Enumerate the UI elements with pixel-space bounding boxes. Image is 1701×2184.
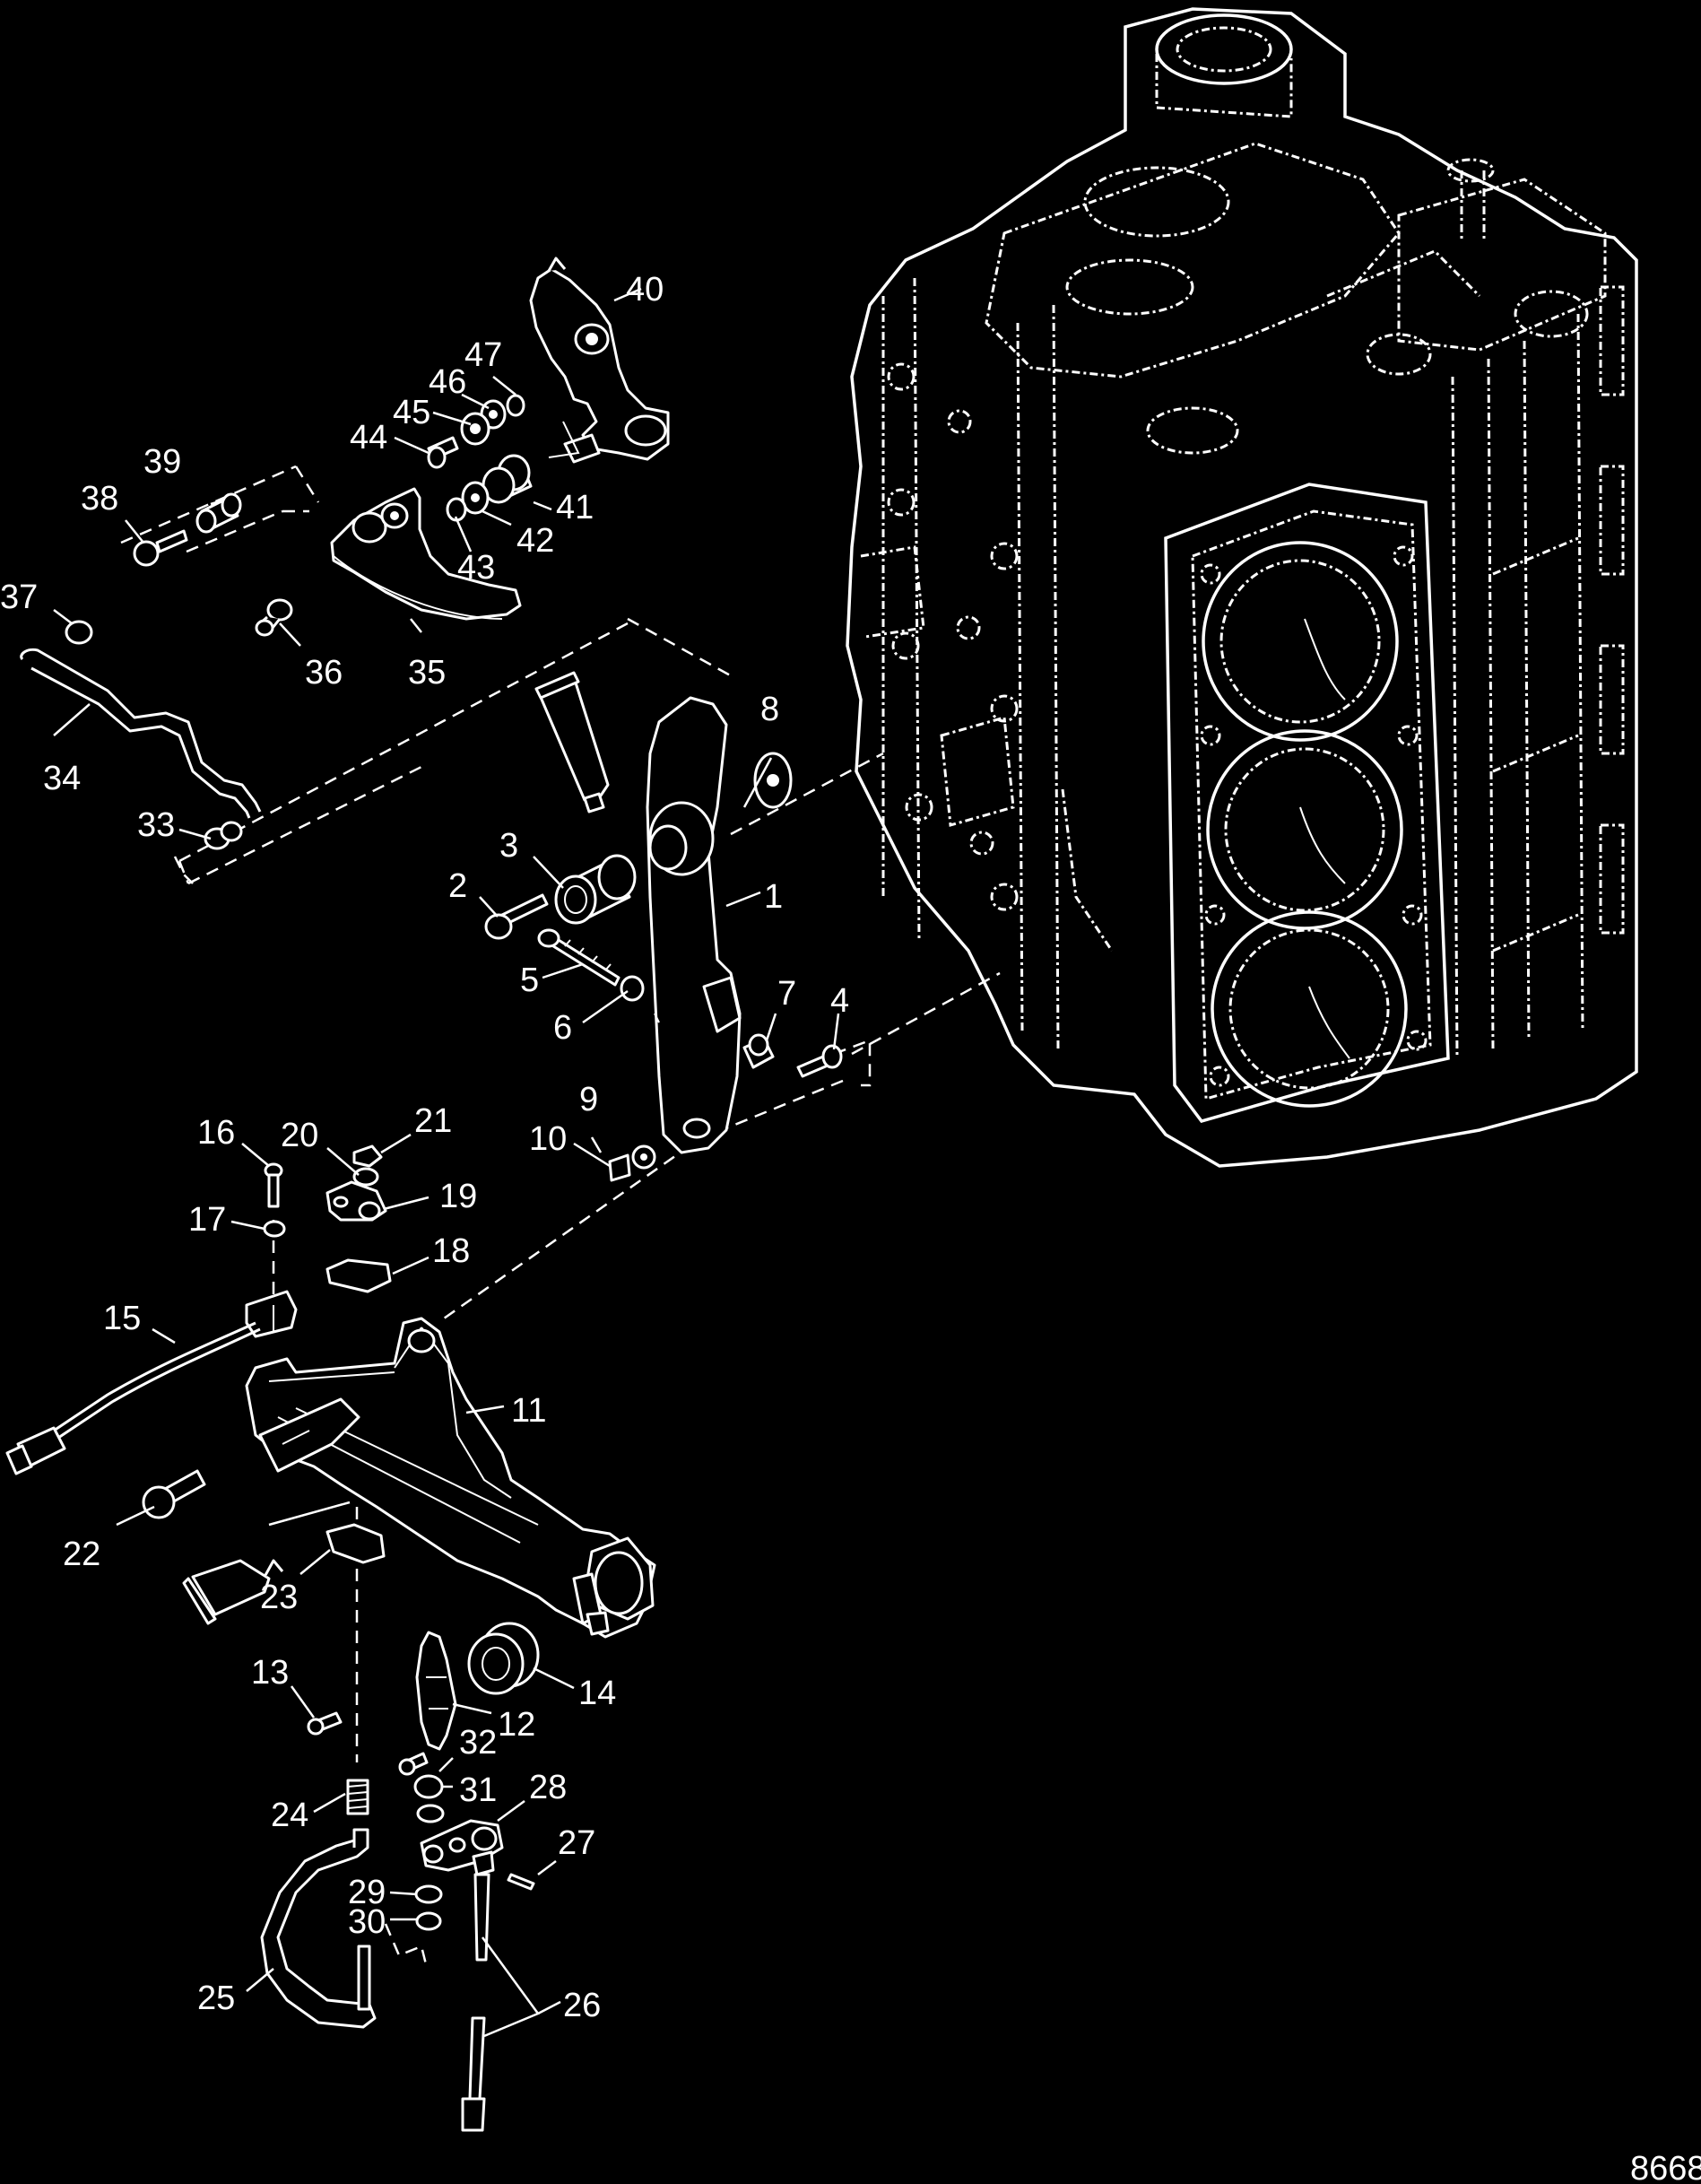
callout-42: 42 <box>516 522 554 560</box>
callout-9: 9 <box>579 1081 598 1118</box>
part-16-screw <box>264 1162 283 1208</box>
part-17-washer <box>263 1220 286 1238</box>
callout-45: 45 <box>393 394 430 431</box>
callout-2: 2 <box>448 867 467 905</box>
callout-13: 13 <box>251 1654 289 1692</box>
part-26-shift-shaft <box>461 1873 490 2132</box>
callout-30: 30 <box>348 1903 386 1941</box>
callout-40: 40 <box>626 271 664 309</box>
callout-39: 39 <box>143 443 181 481</box>
callout-12: 12 <box>498 1706 535 1744</box>
part-31-washer-2 <box>416 1804 445 1823</box>
callout-18: 18 <box>432 1232 470 1270</box>
callout-15: 15 <box>103 1300 141 1337</box>
callout-leaders <box>53 287 840 2038</box>
callout-23: 23 <box>260 1579 298 1616</box>
part-40-throttle-arm <box>529 257 670 464</box>
callout-25: 25 <box>197 1980 235 2017</box>
part-31-washer <box>413 1774 444 1799</box>
callout-6: 6 <box>553 1009 572 1047</box>
part-23-block <box>325 1523 386 1564</box>
part-34-link-rod <box>20 648 262 819</box>
part-95-tube-top: 95 <box>534 671 610 814</box>
callout-34: 34 <box>43 760 81 797</box>
callout-27: 27 <box>558 1824 595 1862</box>
callout-1: 1 <box>764 878 783 916</box>
callout-37: 37 <box>0 579 38 616</box>
callout-35: 35 <box>408 654 446 692</box>
figure-number: 8668 <box>1630 2150 1701 2184</box>
part-3-bushing <box>554 854 637 925</box>
callout-46: 46 <box>429 363 466 401</box>
part-13-screw <box>307 1711 343 1736</box>
callout-44: 44 <box>350 419 387 457</box>
part-22-screw <box>142 1469 206 1519</box>
callout-8: 8 <box>760 691 779 728</box>
part-18-plate <box>325 1258 392 1293</box>
part-30-washer <box>415 1911 442 1931</box>
part-24-spring <box>346 1779 369 1815</box>
callout-26: 26 <box>563 1987 601 2024</box>
callout-31: 31 <box>459 1771 497 1809</box>
part-95-tube-bottom: 95 <box>182 1559 284 1625</box>
part-32-screw <box>398 1752 429 1776</box>
callout-28: 28 <box>529 1769 567 1806</box>
part-10-nut <box>608 1153 631 1182</box>
callout-3: 3 <box>499 827 518 865</box>
part-37-fastener <box>65 620 93 645</box>
callout-36: 36 <box>305 654 343 692</box>
callout-4: 4 <box>830 982 849 1020</box>
part-28-shift-arm <box>420 1819 504 1876</box>
parts: 95 <box>5 257 843 2132</box>
callout-43: 43 <box>457 549 495 587</box>
callout-17: 17 <box>188 1201 226 1239</box>
part-21-nut <box>352 1144 383 1168</box>
callout-16: 16 <box>197 1114 235 1152</box>
part-4-screw <box>796 1044 843 1078</box>
callout-29: 29 <box>348 1874 386 1911</box>
part-6-spacer <box>620 975 645 1002</box>
callout-19: 19 <box>439 1178 477 1215</box>
callout-labels: 1 2 3 4 5 6 7 8 9 10 11 12 13 14 15 16 1… <box>0 271 1701 2184</box>
part-36-fastener <box>255 598 293 637</box>
part-19-clamp <box>325 1180 387 1222</box>
callout-22: 22 <box>63 1536 100 1573</box>
callout-32: 32 <box>459 1724 497 1762</box>
part-29-nut <box>414 1884 443 1904</box>
part-20-washer <box>352 1167 379 1187</box>
part-35-cam-plate <box>330 487 522 621</box>
callout-41: 41 <box>556 489 594 526</box>
part-39-spacer <box>195 492 242 534</box>
callout-38: 38 <box>81 480 118 518</box>
callout-20: 20 <box>281 1117 318 1154</box>
part-27-pin <box>507 1873 535 1891</box>
callout-14: 14 <box>578 1675 616 1712</box>
callout-11: 11 <box>511 1392 546 1430</box>
callout-7: 7 <box>777 975 796 1013</box>
part-44-screw <box>427 436 459 469</box>
callout-24: 24 <box>271 1797 308 1834</box>
part-7-spacer <box>742 1033 775 1069</box>
part-5-screw <box>537 928 621 987</box>
part-2-screw <box>484 893 549 940</box>
part-41-bushing <box>482 454 533 504</box>
engine-block-illustration <box>846 7 1638 1168</box>
part-33-ball-socket <box>204 821 243 850</box>
part-15-sensor-harness <box>5 1290 298 1475</box>
callout-47: 47 <box>464 336 502 374</box>
callout-21: 21 <box>414 1102 452 1140</box>
part-12-retainer-plate <box>415 1631 457 1751</box>
part-11-mounting-bracket <box>245 1317 656 1639</box>
part-47-clip <box>506 394 525 417</box>
part-1-lever-arm <box>646 696 742 1154</box>
part-25-rod <box>260 1828 377 2029</box>
part-38-screw <box>133 529 188 567</box>
callout-33: 33 <box>137 806 175 844</box>
callout-5: 5 <box>520 961 539 999</box>
callout-10: 10 <box>529 1120 567 1158</box>
part-14-bushing <box>467 1622 540 1695</box>
